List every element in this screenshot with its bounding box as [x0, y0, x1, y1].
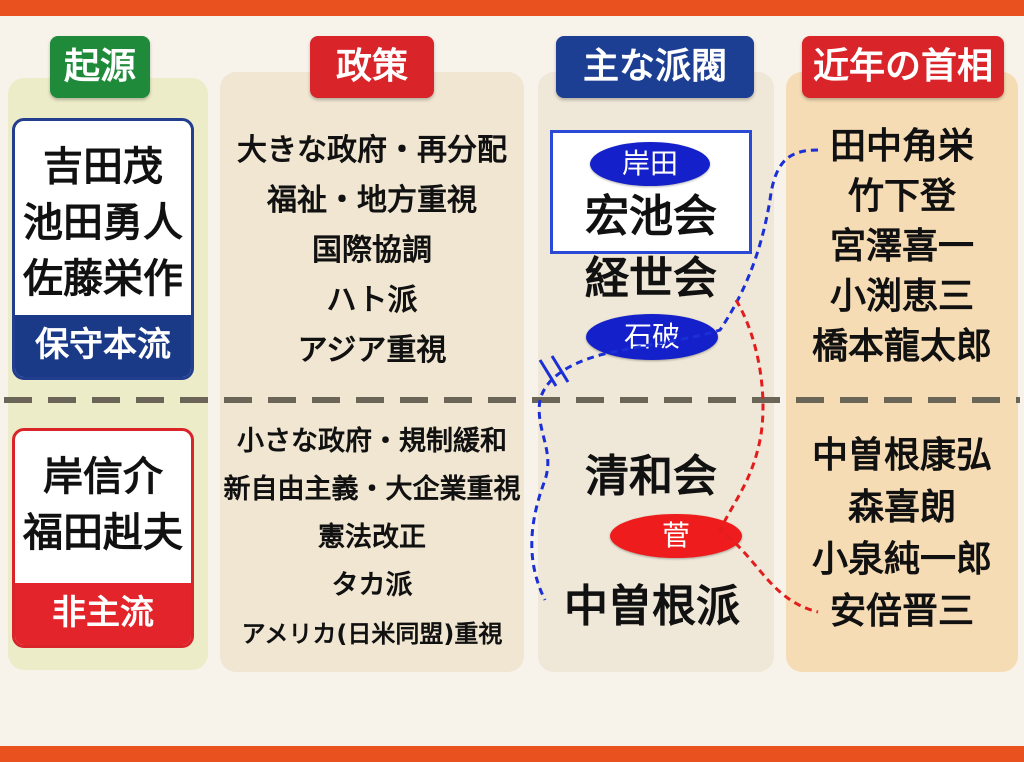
founder-name: 佐藤栄作	[23, 256, 183, 302]
policy-item: 大きな政府・再分配	[237, 133, 507, 168]
pm-name: 田中角栄	[829, 126, 974, 167]
non-mainstream-founders: 岸信介 福田赳夫	[15, 449, 191, 561]
policy-item: 新自由主義・大企業重視	[223, 474, 521, 505]
policy-item: アジア重視	[297, 333, 447, 368]
pm-name: 森喜朗	[847, 487, 956, 528]
founder-name: 池田勇人	[23, 200, 183, 246]
mainstream-founders: 吉田茂 池田勇人 佐藤栄作	[15, 139, 191, 307]
blue-cut-mark	[538, 359, 558, 387]
pm-name: 宮澤喜一	[829, 226, 974, 267]
pm-lower-list: 中曽根康弘 森喜朗 小泉純一郎 安倍晋三	[788, 430, 1016, 638]
non-mainstream-tag: 非主流	[15, 583, 191, 645]
policy-header: 政策	[310, 36, 434, 98]
factions-header: 主な派閥	[556, 36, 754, 98]
policy-column-bg	[220, 72, 524, 672]
policy-item: アメリカ(日米同盟)重視	[241, 620, 503, 648]
keiseikai-label: 経世会	[585, 253, 717, 304]
founder-name: 吉田茂	[43, 144, 163, 190]
founder-name: 岸信介	[43, 454, 163, 500]
mainstream-origin-box: 吉田茂 池田勇人 佐藤栄作 保守本流	[12, 118, 194, 380]
blue-cut-mark	[550, 355, 570, 383]
nakasone-faction-label: 中曽根派	[564, 581, 740, 632]
pm-name: 安倍晋三	[829, 591, 974, 632]
red-lineage-line	[718, 299, 819, 614]
policy-item: 福祉・地方重視	[267, 183, 477, 218]
policy-item: 憲法改正	[318, 522, 426, 553]
policy-upper-list: 大きな政府・再分配 福祉・地方重視 国際協調 ハト派 アジア重視	[222, 126, 522, 376]
pm-name: 中曽根康弘	[811, 435, 992, 476]
pm-name: 小渕恵三	[829, 276, 974, 317]
policy-item: 小さな政府・規制緩和	[237, 426, 507, 457]
seiwakai-label: 清和会	[585, 451, 717, 502]
founder-name: 福田赳夫	[23, 510, 183, 556]
non-mainstream-origin-box: 岸信介 福田赳夫 非主流	[12, 428, 194, 648]
mainstream-tag: 保守本流	[15, 315, 191, 377]
suga-pill: 菅	[610, 514, 742, 558]
kochikai-label: 宏池会	[585, 191, 717, 242]
policy-item: 国際協調	[312, 233, 432, 268]
pm-header: 近年の首相	[802, 36, 1004, 98]
pm-column-bg	[786, 72, 1018, 672]
policy-lower-list: 小さな政府・規制緩和 新自由主義・大企業重視 憲法改正 タカ派 アメリカ(日米同…	[222, 418, 522, 658]
pm-name: 竹下登	[847, 176, 956, 217]
pm-name: 橋本龍太郎	[811, 326, 992, 367]
policy-item: タカ派	[331, 570, 413, 601]
origin-header: 起源	[50, 36, 150, 98]
pm-name: 小泉純一郎	[811, 539, 992, 580]
policy-item: ハト派	[326, 283, 418, 318]
kishida-pill: 岸田	[590, 142, 710, 186]
blue-lineage-line	[530, 148, 819, 601]
pm-upper-list: 田中角栄 竹下登 宮澤喜一 小渕恵三 橋本龍太郎	[788, 122, 1016, 372]
